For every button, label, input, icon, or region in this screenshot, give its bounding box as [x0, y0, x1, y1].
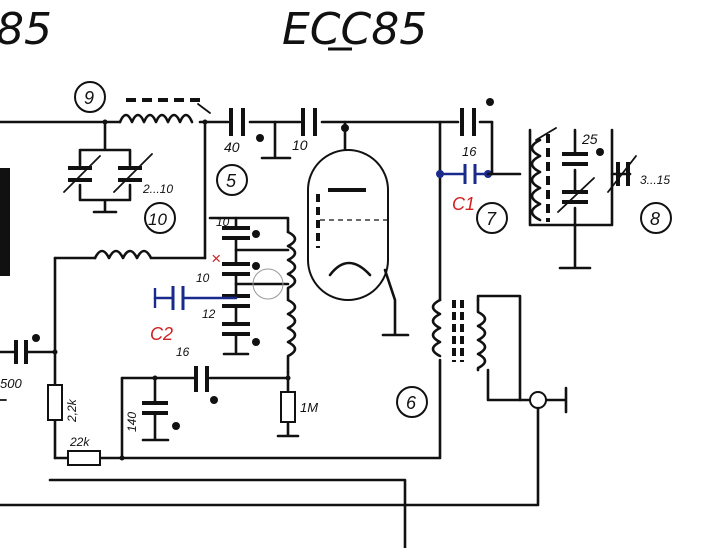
callout-7 [476, 202, 508, 234]
cap-10c-dot [252, 262, 260, 270]
bottom-lead-wire [48, 478, 407, 548]
inductor-arrow [197, 103, 211, 114]
trim-right-arrow [607, 155, 637, 193]
output-terminal [529, 391, 547, 409]
c1-annotation: C1 [452, 194, 475, 214]
title-left-partial: 85 [0, 4, 52, 55]
callout-9 [74, 81, 106, 113]
top-inductor [118, 113, 194, 124]
cap-40-polarity-dot [256, 134, 264, 142]
tank-coil [530, 138, 542, 222]
callout-9-label: 9 [84, 88, 94, 108]
cap-10c-label: 10 [196, 271, 210, 285]
cap-bottom-dot [252, 338, 260, 346]
tank-center-wire [558, 128, 592, 270]
transformer-primary [431, 298, 442, 358]
r1m-label: 1M [300, 400, 318, 415]
cap-25-label: 25 [581, 131, 598, 147]
r22k-horizontal-body [67, 450, 101, 466]
r1m-body [280, 391, 296, 423]
transformer-secondary [476, 298, 487, 372]
cap-16b-label: 16 [176, 345, 190, 359]
callout-8 [640, 202, 672, 234]
callout-5-label: 5 [226, 171, 237, 191]
tank-coil-tap [535, 127, 557, 141]
cap-140-label: 140 [125, 412, 139, 432]
callout-10-label: 10 [148, 210, 167, 229]
transformer-secondary-frame [476, 294, 522, 402]
cap-500-label: 500 [0, 376, 22, 391]
r1m-wire [276, 370, 300, 438]
cap-10a-label: 10 [292, 137, 308, 153]
cap-12-label: 12 [202, 307, 216, 321]
cap-stack-taps [234, 248, 290, 286]
cap-40-label: 40 [224, 139, 240, 155]
r22k-vertical-label: 2,2k [65, 398, 79, 423]
junction-dot [152, 375, 158, 381]
cap-16a-label: 16 [462, 144, 477, 159]
callout-8-label: 8 [650, 209, 660, 229]
c2-annotation: C2 [150, 324, 173, 344]
cap-140-dot [172, 422, 180, 430]
junction-dot [102, 119, 108, 125]
tube-cathode [328, 261, 372, 277]
cap-25-polarity-dot [596, 148, 604, 156]
cap-140-wire [141, 376, 170, 442]
r22k-horizontal-label: 22k [69, 435, 90, 449]
trim-cap-arrow [557, 177, 595, 213]
ground-stub-top [260, 120, 292, 160]
faint-circle [252, 268, 284, 300]
r22k-vertical-body [47, 384, 63, 421]
cap-500-dot [32, 334, 40, 342]
bottom-rail-wire [53, 358, 442, 460]
vacuum-tube-envelope [307, 149, 389, 301]
title-main: ECC85 [282, 4, 427, 55]
middle-inductor [93, 249, 207, 260]
dual-trimmer-frame [78, 120, 132, 214]
cap-10b-label: 10 [216, 215, 230, 229]
junction-dot [119, 455, 125, 461]
trim-range-right-label: 3...15 [640, 173, 670, 187]
callout-5 [216, 164, 248, 196]
bottom-right-lead [0, 406, 540, 507]
grid-coil [286, 230, 297, 374]
tank-circuit-frame [528, 128, 614, 227]
callout-10 [144, 202, 176, 234]
trim-left-a-arrow [63, 155, 101, 193]
callout-6-label: 6 [406, 393, 417, 413]
tube-cathode-lead [381, 268, 410, 337]
callout-6 [396, 386, 428, 418]
trim-range-left-label: 2...10 [142, 182, 173, 196]
red-cross-marker: × [211, 249, 221, 268]
output-wire [486, 368, 568, 414]
cap-10b-dot [252, 230, 260, 238]
callout-7-label: 7 [486, 209, 497, 229]
cap-16-polarity-dot [486, 98, 494, 106]
left-edge-component [0, 168, 10, 276]
cap-16b-dot [210, 396, 218, 404]
trim-left-b-arrow [113, 153, 153, 193]
